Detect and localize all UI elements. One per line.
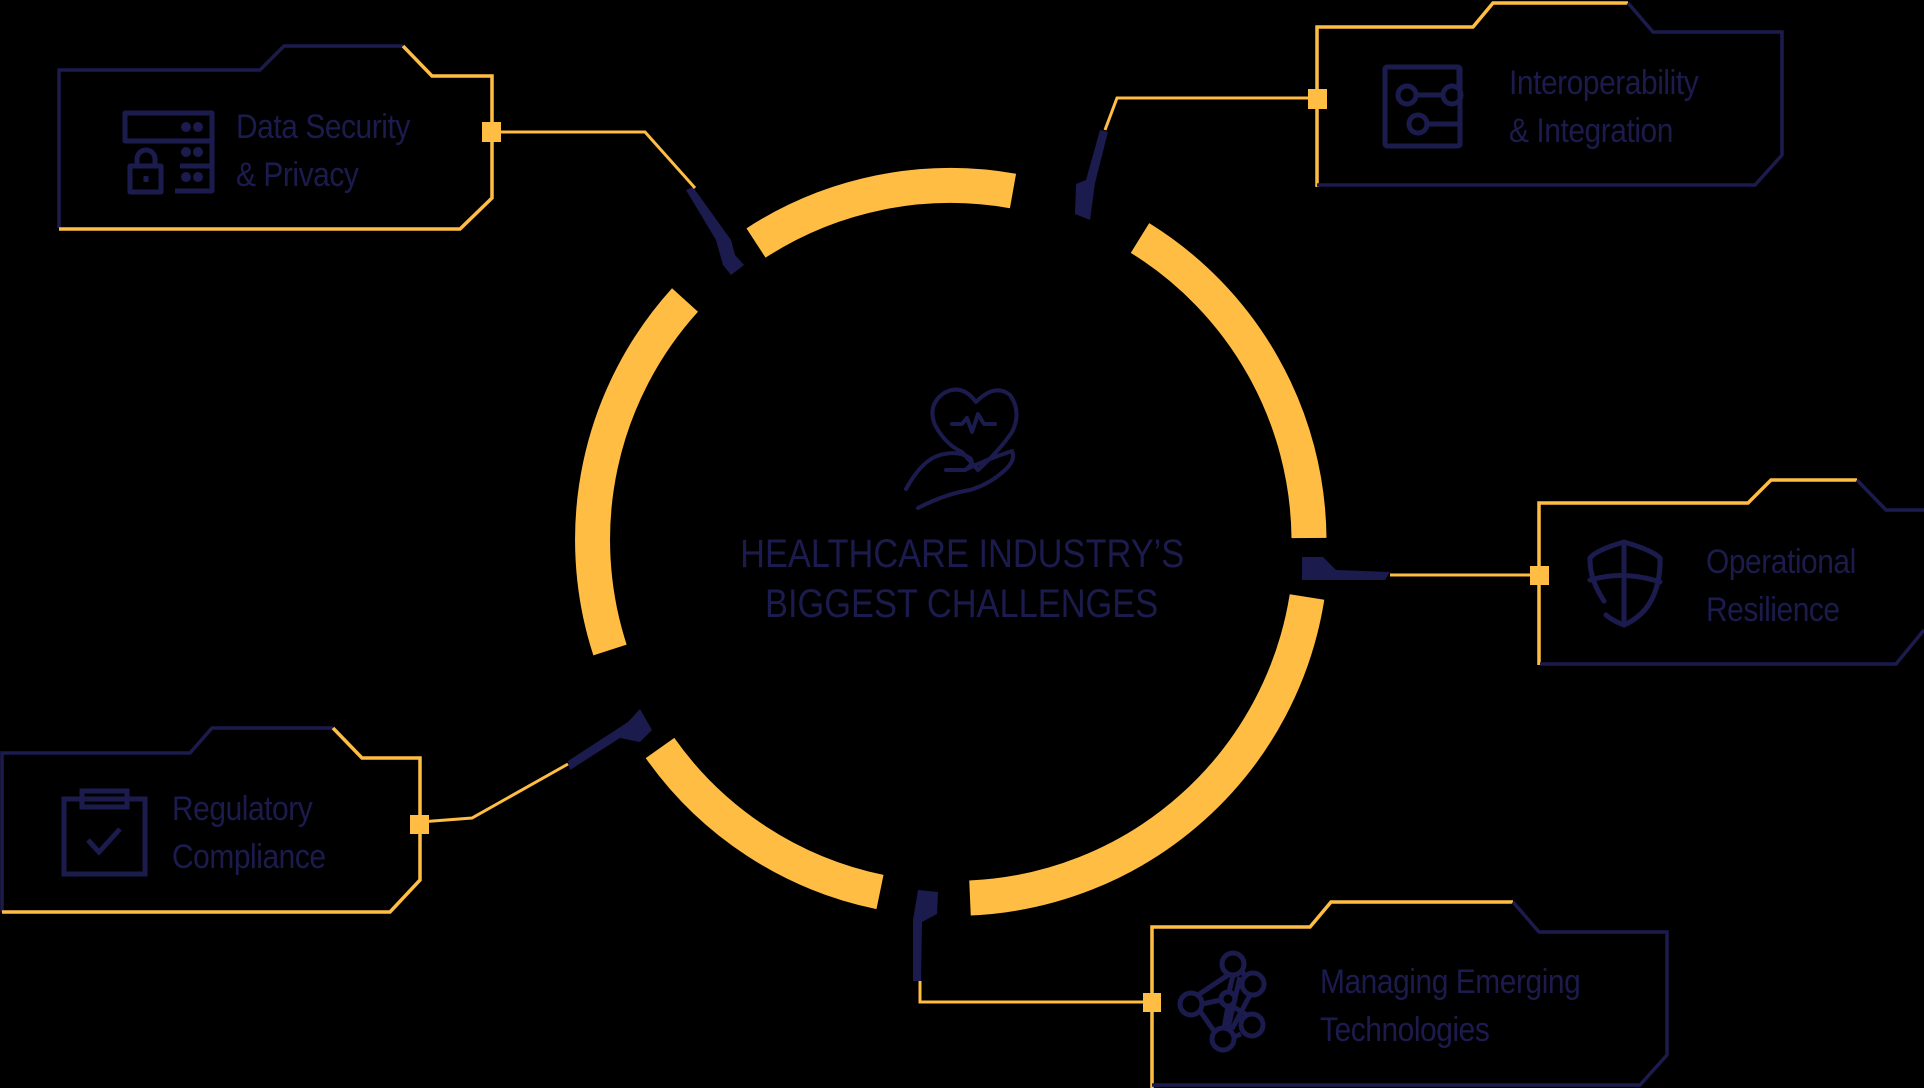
- box-frame-data-security: [57, 44, 501, 231]
- challenge-label-line1: Interoperability: [1509, 64, 1699, 102]
- plug-operational: [1302, 557, 1390, 580]
- ring-segment-top-right: [1130, 223, 1327, 539]
- shield-icon: [1587, 539, 1663, 628]
- line-regulatory: [419, 762, 569, 824]
- challenge-label-line2: Technologies: [1320, 1011, 1490, 1049]
- plug-interoperability: [1075, 130, 1108, 220]
- plug-managing: [913, 890, 938, 981]
- ring-segment-bottom: [645, 737, 884, 910]
- challenge-label-line1: Data Security: [236, 108, 410, 146]
- heart-in-hand-icon: [904, 387, 1019, 510]
- plug-data-security: [686, 187, 744, 275]
- box-frame-interoperability: [1308, 1, 1784, 187]
- challenge-label-line2: Resilience: [1706, 591, 1840, 629]
- junction-managing: [1143, 993, 1161, 1012]
- ring-segment-left: [575, 288, 698, 656]
- server-lock-icon: [122, 110, 215, 195]
- ring-segment-bottom-right: [969, 594, 1325, 916]
- challenge-label-line2: Compliance: [172, 838, 326, 876]
- clipboard-check-icon: [61, 788, 148, 877]
- line-interoperability: [1103, 96, 1317, 131]
- line-managing: [918, 981, 1152, 1004]
- connector-lines: [419, 96, 1540, 1004]
- challenge-label-line1: Managing Emerging: [1320, 963, 1581, 1001]
- circuit-board-icon: [1382, 64, 1464, 149]
- center-title-2: BIGGEST CHALLENGES: [0, 581, 1924, 628]
- box-frame-managing: [1143, 900, 1669, 1088]
- box-frame-regulatory: [0, 726, 429, 914]
- plug-regulatory: [568, 709, 652, 770]
- box-frame-operational: [1530, 478, 1924, 666]
- challenge-ring: [575, 167, 1327, 916]
- center-title-line2: BIGGEST CHALLENGES: [765, 582, 1159, 626]
- network-nodes-icon: [1177, 950, 1267, 1053]
- ring-segment-top: [746, 167, 1017, 258]
- junction-regulatory: [410, 815, 429, 834]
- center-title-line1: HEALTHCARE INDUSTRY’S: [739, 532, 1185, 576]
- center-title: HEALTHCARE INDUSTRY’S: [0, 531, 1924, 578]
- junction-data-security: [482, 122, 501, 142]
- challenge-label-line2: & Integration: [1509, 112, 1673, 150]
- line-data-security: [492, 130, 697, 189]
- challenge-label-line1: Operational: [1706, 543, 1856, 581]
- challenge-label-line2: & Privacy: [236, 156, 359, 194]
- junction-interoperability: [1308, 89, 1327, 109]
- challenge-label-line1: Regulatory: [172, 790, 313, 828]
- junction-operational: [1530, 566, 1549, 585]
- connector-plugs: [568, 130, 1390, 981]
